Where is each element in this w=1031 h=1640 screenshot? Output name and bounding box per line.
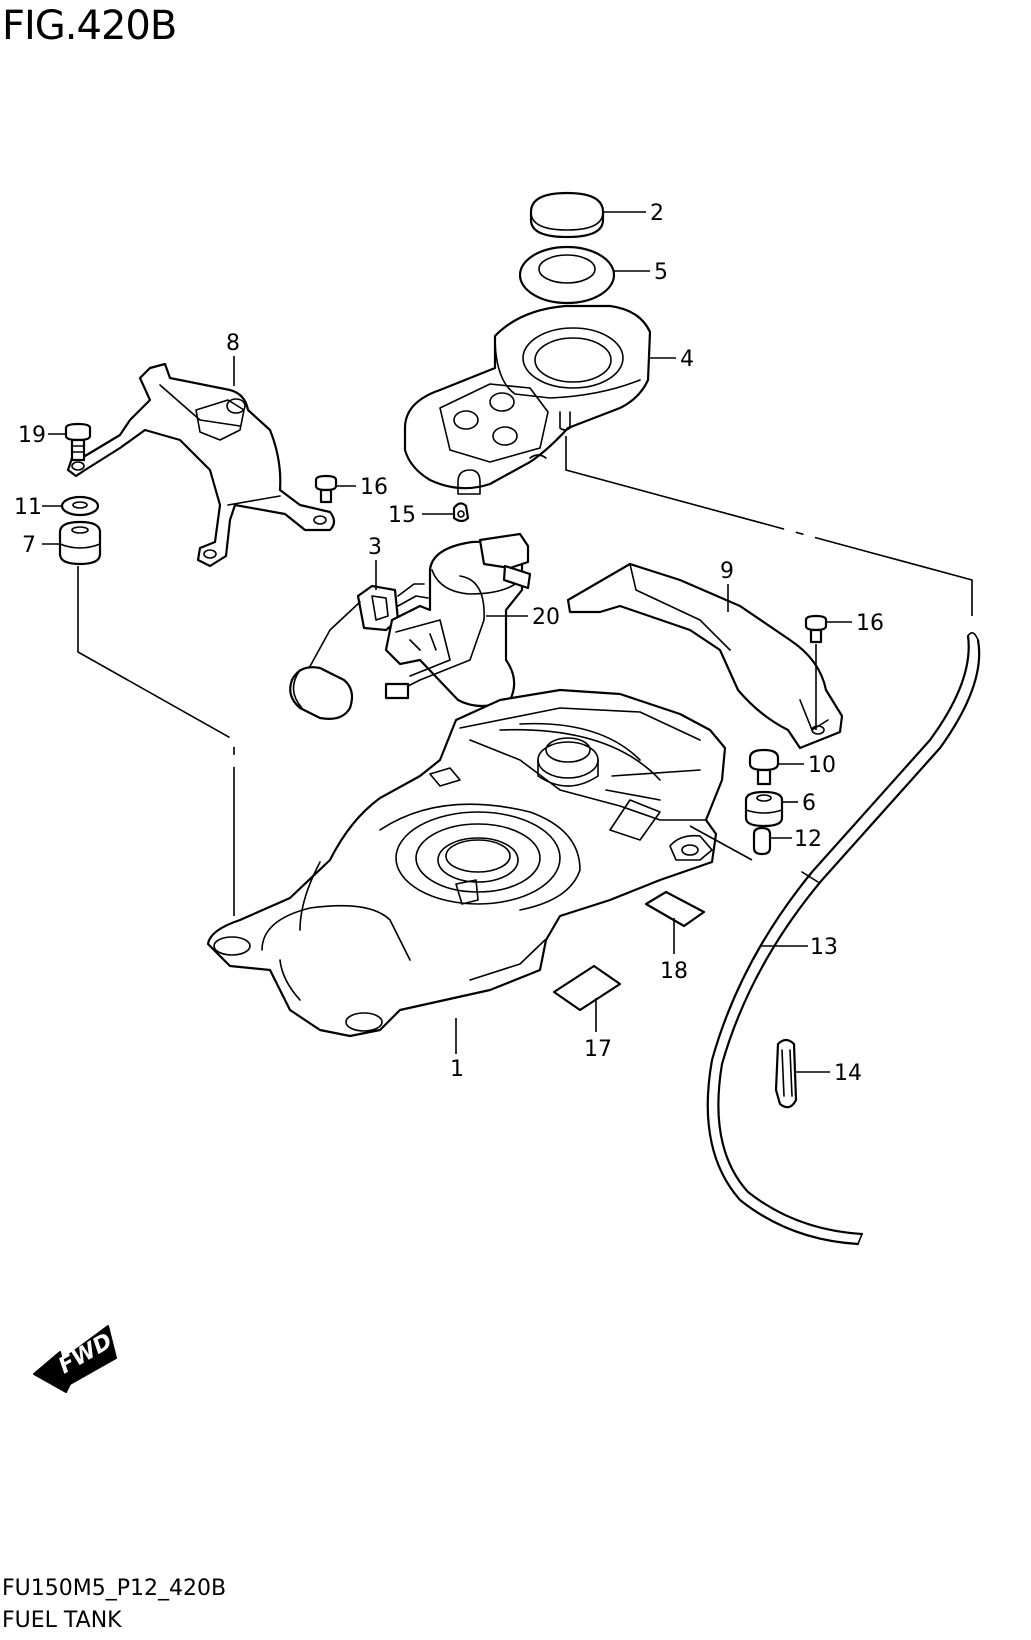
part-16-bolt-upper — [314, 474, 338, 504]
callout-14: 14 — [834, 1061, 862, 1086]
callout-7: 7 — [22, 533, 36, 558]
callout-13: 13 — [810, 935, 838, 960]
figure-code: FU150M5_P12_420B — [2, 1576, 227, 1601]
callout-15: 15 — [388, 503, 416, 528]
part-4-tank-cover — [403, 304, 652, 495]
callout-4: 4 — [680, 347, 694, 372]
callout-16-right: 16 — [856, 611, 884, 636]
callout-20: 17 — [584, 1037, 612, 1062]
callout-3: 3 — [368, 535, 382, 560]
figure-name: FUEL TANK — [2, 1608, 122, 1633]
callout-11: 11 — [14, 495, 42, 520]
part-12-collar — [752, 826, 772, 856]
leader-lines — [42, 211, 852, 1073]
part-7-grommet — [58, 520, 102, 566]
part-18-fuel-pump — [384, 532, 532, 708]
part-19-pad — [644, 890, 706, 928]
part-20-pad — [552, 964, 622, 1012]
callout-9: 9 — [720, 559, 734, 584]
part-17-bolt — [64, 422, 92, 462]
part-16-bolt-right — [804, 614, 828, 644]
part-10-bolt — [748, 748, 780, 786]
callout-8: 8 — [226, 331, 240, 356]
callout-17: 19 — [18, 423, 46, 448]
callout-2: 2 — [650, 201, 664, 226]
callout-16-upper: 16 — [360, 475, 388, 500]
part-11-washer — [60, 495, 100, 517]
part-2-cap — [529, 191, 605, 239]
part-1-fuel-tank — [206, 688, 727, 1038]
fwd-arrow: FWD — [33, 1325, 117, 1393]
part-14-clamp — [774, 1038, 798, 1109]
part-8-bracket — [66, 362, 336, 568]
callout-6: 6 — [802, 791, 816, 816]
callout-19: 18 — [660, 959, 688, 984]
part-5-seal — [518, 245, 616, 305]
callout-5: 5 — [654, 260, 668, 285]
part-9-protector — [566, 562, 844, 750]
callout-1: 1 — [450, 1057, 464, 1082]
assembly-line-collar-to-tank — [689, 825, 753, 861]
part-3-fuel-level-gauge — [289, 583, 429, 720]
figure-title: FIG.420B — [2, 3, 177, 49]
callout-10: 10 — [808, 753, 836, 778]
assembly-line-grommet-to-tank — [77, 566, 235, 916]
assembly-line-cover-to-hose — [565, 436, 973, 616]
callout-18: 20 — [532, 605, 560, 630]
part-6-grommet — [744, 790, 784, 828]
callout-12: 12 — [794, 827, 822, 852]
part-15-clip — [452, 502, 470, 523]
part-13-breather-hose — [706, 632, 981, 1246]
